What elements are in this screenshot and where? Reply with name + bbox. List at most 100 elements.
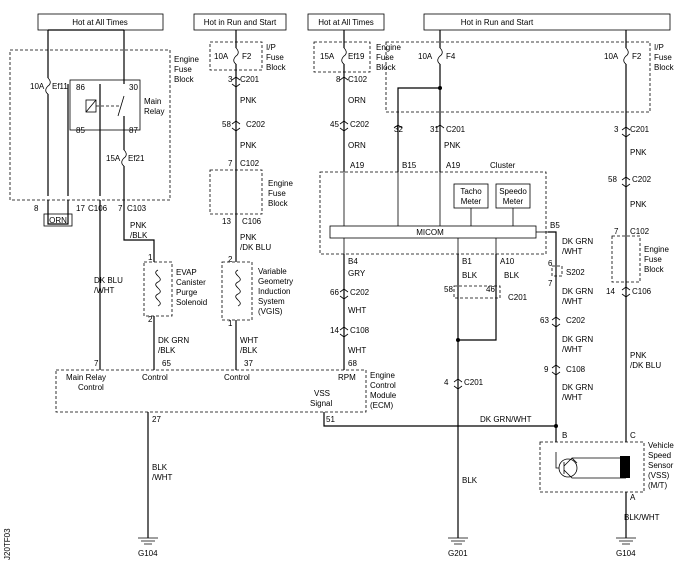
splice-s202 <box>551 265 563 277</box>
pin-68: 68 <box>348 359 357 368</box>
ecm-control-2: Control <box>224 373 250 382</box>
fuse-f4-symbol <box>437 47 443 65</box>
fuse-f4-name: F4 <box>446 52 456 61</box>
wire-dk-grn-wht-2b: /WHT <box>562 297 583 306</box>
fuse-f2-symbol <box>233 47 239 65</box>
connector-c201-1: C201 <box>240 75 260 84</box>
main-relay-switch <box>117 95 125 117</box>
engine-fuse-block-2-label-2: Fuse <box>268 189 286 198</box>
pin-51: 51 <box>326 415 335 424</box>
wire-pnk-1: PNK <box>240 96 257 105</box>
connector-c202-2: C202 <box>350 120 370 129</box>
meter-links <box>470 208 514 226</box>
vgis-label-3: Induction <box>258 287 290 296</box>
engine-fuse-block-4-outline <box>611 235 641 283</box>
wire-pnk-2: PNK <box>240 141 257 150</box>
pin-14a: 14 <box>330 326 339 335</box>
fuse-f2b-name: F2 <box>632 52 642 61</box>
vss-outline <box>539 441 645 493</box>
pin-3a: 3 <box>228 75 233 84</box>
wire-blk-wht-2-label: BLK/WHT <box>624 513 660 522</box>
vss-pin-b: B <box>562 431 567 440</box>
wire-blk-a10 <box>458 254 497 341</box>
wire-dk-grn-wht-3a: DK GRN <box>562 335 593 344</box>
connector-c102-3: C102 <box>630 227 650 236</box>
pin-b15: B15 <box>402 161 417 170</box>
wire-pnk-dkblu-2a: PNK <box>630 351 647 360</box>
ground-g201: G201 <box>448 549 468 558</box>
connector-s202: S202 <box>566 268 585 277</box>
ecm-label-4: (ECM) <box>370 401 393 410</box>
vgis-label-1: Variable <box>258 267 287 276</box>
engine-fuse-block-1-label-2: Fuse <box>174 65 192 74</box>
wire-pnk-blk <box>123 200 155 262</box>
pin-14b: 14 <box>606 287 615 296</box>
fuse-f4-amp: 10A <box>418 52 433 61</box>
fuse-f2b-amp: 10A <box>604 52 619 61</box>
connector-c108-2: C108 <box>566 365 586 374</box>
c201-bracket <box>453 285 501 299</box>
wire-pnk-dkblu-1b: /DK BLU <box>240 243 271 252</box>
connector-c106-3: C106 <box>632 287 652 296</box>
evap-outline <box>143 261 173 317</box>
pin-63: 63 <box>540 316 549 325</box>
connector-c108-1: C108 <box>350 326 370 335</box>
engine-fuse-block-4-label-3: Block <box>644 265 665 274</box>
wire-pnk-dkblu-1a: PNK <box>240 233 257 242</box>
wire-dk-grn-wht-1a: DK GRN <box>562 237 593 246</box>
pin-37: 37 <box>244 359 253 368</box>
orn-box <box>43 213 73 227</box>
pin-8a: 8 <box>34 204 39 213</box>
vss-label-3: Sensor <box>648 461 674 470</box>
engine-fuse-block-2-label-1: Engine <box>268 179 293 188</box>
engine-fuse-block-4-label-1: Engine <box>644 245 669 254</box>
splice-f4 <box>438 86 442 90</box>
splice-vss-signal <box>554 424 558 428</box>
wire-blk-2: BLK <box>504 271 520 280</box>
ecm-label-2: Control <box>370 381 396 390</box>
wire-dk-grn-wht-h <box>323 412 556 427</box>
vgis-label-2: Geometry <box>258 277 293 286</box>
pin-b4: B4 <box>348 257 358 266</box>
main-relay-label-2: Relay <box>144 107 164 116</box>
pin-b5: B5 <box>550 221 560 230</box>
wire-wht-blk-1: WHT <box>240 336 258 345</box>
wire-blk-wht-1b: /WHT <box>152 473 173 482</box>
pin-17: 17 <box>76 204 85 213</box>
fuse-ef11-symbol <box>45 77 51 95</box>
ip-fuse-block-1-label-2: Fuse <box>266 53 284 62</box>
pin-1c: 1 <box>228 319 233 328</box>
header-hot-run-start-1 <box>193 13 287 31</box>
pin-66: 66 <box>330 288 339 297</box>
connector-c106-1: C106 <box>88 204 108 213</box>
pin-58a: 58 <box>222 120 231 129</box>
fuse-ef11-name: Ef11 <box>52 82 68 91</box>
wire-dk-grn-wht-4a: DK GRN <box>562 383 593 392</box>
wire-pnk-blk-1: PNK <box>130 221 147 230</box>
connector-c201-5: C201 <box>630 125 650 134</box>
ground-g104-2: G104 <box>616 549 636 558</box>
connector-c102-2: C102 <box>348 75 368 84</box>
pin-7c: 7 <box>94 359 99 368</box>
pin-65: 65 <box>162 359 171 368</box>
engine-fuse-block-4-label-2: Fuse <box>644 255 662 264</box>
vgis-coil <box>235 269 241 307</box>
pin-9: 9 <box>544 365 549 374</box>
cluster-outline <box>319 171 547 255</box>
splice-blk <box>456 338 460 342</box>
ecm-main-relay-1: Main Relay <box>66 373 106 382</box>
wire-dk-grn-blk-1: DK GRN <box>158 336 189 345</box>
fuse-ef21-amp: 15A <box>106 154 121 163</box>
connector-c202-3: C202 <box>350 288 370 297</box>
pin-a19b: A19 <box>446 161 461 170</box>
pin-2c: 2 <box>228 255 233 264</box>
ip-fuse-block-2-outline <box>385 41 651 113</box>
pin-13: 13 <box>222 217 231 226</box>
tacho-meter-2: Meter <box>461 197 482 206</box>
wire-wht-1: WHT <box>348 306 366 315</box>
wire-wht-blk-2: /BLK <box>240 346 258 355</box>
main-relay-coil-diag <box>85 99 97 113</box>
header-hot-run-start-1-label: Hot in Run and Start <box>204 18 277 27</box>
connector-c202-4: C202 <box>566 316 586 325</box>
